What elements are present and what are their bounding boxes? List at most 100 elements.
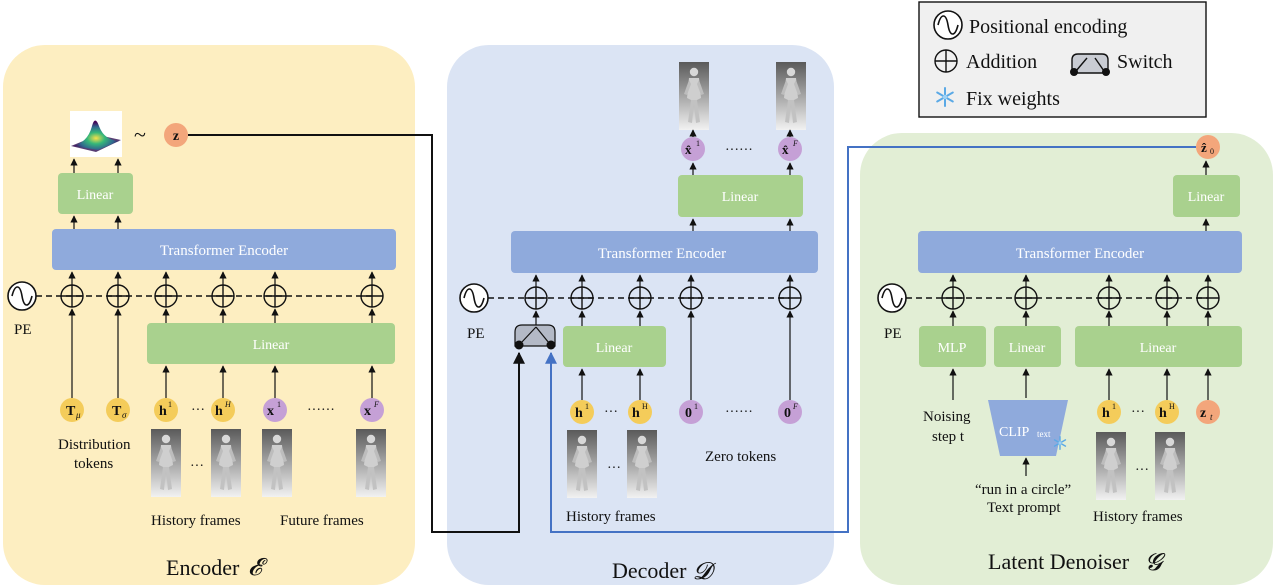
- decoder-output-token-F: [778, 137, 802, 161]
- svg-text:1: 1: [168, 400, 172, 409]
- svg-text:x: x: [267, 404, 274, 419]
- decoder-tokens: h 1 ··· h H 0 1 ······ 0 F: [570, 400, 802, 424]
- addition-icon: [934, 49, 958, 73]
- switch-icon: [1070, 53, 1110, 76]
- svg-text:······: ······: [725, 405, 753, 420]
- svg-text:x̂: x̂: [685, 142, 692, 157]
- decoder-title: Decoder: [612, 558, 687, 583]
- svg-text:μ: μ: [75, 410, 81, 420]
- decoder-output-token-1: [681, 137, 705, 161]
- encoder-history-frames-label: History frames: [151, 513, 241, 529]
- svg-text:H: H: [224, 400, 232, 409]
- clip-text-encoder: CLIP text: [988, 400, 1068, 456]
- encoder-transformer-label: Transformer Encoder: [160, 243, 288, 259]
- denoiser-history-frames: ···: [1096, 432, 1185, 500]
- denoiser-linear-top: [1173, 175, 1240, 217]
- denoiser-linear-text-label: Linear: [1009, 341, 1046, 356]
- noising-step-label-2: step t: [932, 429, 965, 445]
- denoiser-linear-history-label: Linear: [1140, 341, 1177, 356]
- svg-text:1: 1: [277, 400, 281, 409]
- svg-text:H: H: [642, 402, 648, 411]
- encoder-history-frames: ···: [151, 429, 241, 497]
- svg-text:z: z: [1200, 406, 1206, 421]
- svg-text:H: H: [1169, 402, 1175, 411]
- svg-text:h: h: [1159, 406, 1167, 421]
- svg-text:text: text: [1037, 429, 1051, 439]
- decoder-switch: [514, 324, 556, 350]
- svg-text:x̂: x̂: [782, 142, 789, 157]
- svg-text:···: ···: [1131, 405, 1145, 420]
- encoder-title: Encoder: [166, 555, 240, 580]
- svg-text:···: ···: [190, 459, 204, 474]
- svg-text:0: 0: [1210, 147, 1214, 156]
- latent-z-token: [164, 123, 188, 147]
- decoder-transformer: [511, 231, 818, 273]
- svg-text:h: h: [159, 404, 167, 419]
- encoder-panel: ~ z Linear Transformer Encoder PE: [3, 45, 415, 585]
- denoiser-mlp-label: MLP: [938, 341, 967, 356]
- z-to-decoder-connector: [188, 134, 525, 533]
- svg-text:1: 1: [1112, 402, 1116, 411]
- decoder-history-frames-label: History frames: [566, 509, 656, 525]
- svg-text:1: 1: [694, 402, 698, 411]
- denoiser-transformer-label: Transformer Encoder: [1016, 246, 1144, 262]
- legend-fix-weights: Fix weights: [966, 88, 1060, 110]
- denoiser-title: Latent Denoiser: [988, 549, 1130, 574]
- text-prompt-quote: “run in a circle”: [975, 482, 1071, 498]
- encoder-pe-label: PE: [14, 322, 32, 338]
- svg-text:x: x: [364, 404, 371, 419]
- svg-text:h: h: [632, 406, 640, 421]
- decoder-linear-bottom-label: Linear: [596, 341, 633, 356]
- text-prompt-label: Text prompt: [987, 500, 1061, 516]
- denoiser-transformer: [918, 231, 1242, 273]
- denoiser-pe-icon: [877, 283, 907, 313]
- svg-text:F: F: [792, 402, 798, 411]
- noising-step-label: Noising: [923, 409, 971, 425]
- denoiser-output-token: [1196, 135, 1220, 159]
- gaussian-distribution-icon: [70, 111, 122, 157]
- distribution-tokens-label: Distribution: [58, 437, 131, 453]
- distribution-tokens-label-2: tokens: [74, 456, 113, 472]
- denoiser-tokens: h 1 ··· h H z t: [1097, 400, 1220, 424]
- decoder-pe-icon: [459, 283, 489, 313]
- denoiser-title-symbol: 𝓖: [1145, 550, 1166, 576]
- svg-text:h: h: [575, 406, 583, 421]
- legend-switch: Switch: [1117, 51, 1173, 73]
- decoder-linear-top: [678, 175, 803, 217]
- decoder-linear-top-label: Linear: [722, 190, 759, 205]
- encoder-linear-bottom: [147, 323, 395, 364]
- encoder-transformer: [52, 229, 396, 270]
- encoder-linear-bottom-label: Linear: [253, 338, 290, 353]
- denoiser-to-decoder-connector: [545, 146, 1196, 533]
- legend-positional-encoding: Positional encoding: [969, 16, 1127, 38]
- denoiser-linear-top-label: Linear: [1188, 190, 1225, 205]
- svg-text:h: h: [1102, 406, 1110, 421]
- svg-text:1: 1: [696, 139, 700, 148]
- decoder-panel: x̂ 1 ······ x̂ F Linear Transformer Enco…: [447, 45, 834, 585]
- svg-text:···: ···: [604, 405, 618, 420]
- denoiser-linear-text: [994, 326, 1061, 367]
- svg-text:1: 1: [585, 402, 589, 411]
- svg-text:0: 0: [685, 406, 692, 421]
- denoiser-pe-label: PE: [884, 326, 902, 342]
- encoder-linear-top-label: Linear: [77, 188, 114, 203]
- legend-addition: Addition: [966, 51, 1037, 73]
- denoiser-linear-history: [1075, 326, 1242, 367]
- svg-text:h: h: [215, 404, 223, 419]
- svg-text:T: T: [112, 404, 122, 419]
- svg-text:F: F: [792, 139, 798, 148]
- denoiser-mlp: [919, 326, 986, 367]
- svg-text:······: ······: [725, 143, 753, 158]
- encoder-pe-icon: [7, 281, 37, 311]
- svg-text:F: F: [373, 400, 379, 409]
- decoder-pe-label: PE: [467, 326, 485, 342]
- svg-text:0: 0: [784, 406, 791, 421]
- encoder-linear-top: [58, 173, 133, 214]
- denoiser-panel: ẑ 0 Linear Transformer Encoder PE MLP: [860, 133, 1273, 585]
- svg-text:ẑ: ẑ: [1201, 140, 1207, 155]
- svg-text:······: ······: [307, 403, 335, 418]
- legend-box: Positional encoding Addition Switch Fix …: [918, 1, 1207, 118]
- svg-text:σ: σ: [122, 410, 127, 420]
